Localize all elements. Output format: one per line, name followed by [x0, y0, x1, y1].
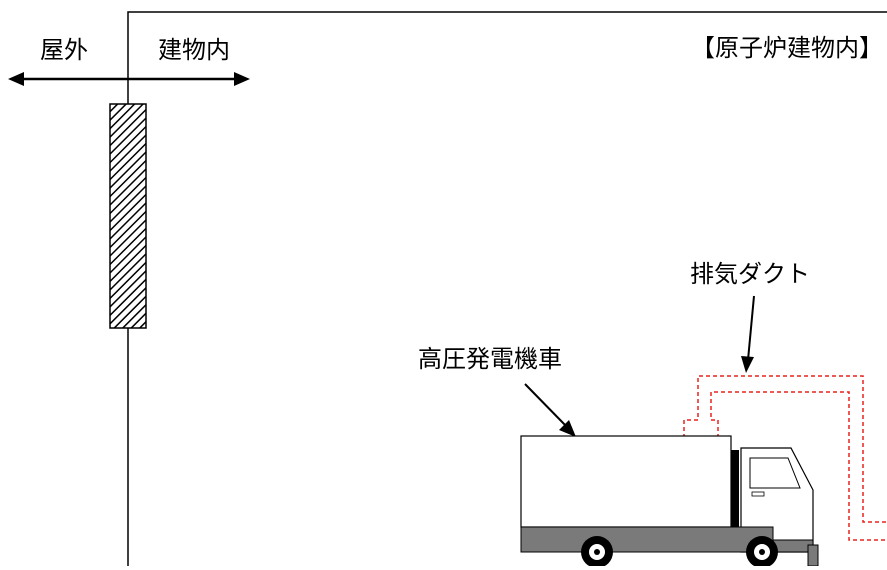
truck-rear-wheel — [581, 536, 613, 568]
duct-pointer-arrow — [741, 295, 755, 373]
building-boundary-line — [127, 11, 887, 566]
truck-pointer-arrow — [524, 383, 576, 437]
label-outside: 屋外 — [40, 36, 88, 64]
truck-window — [749, 457, 801, 489]
hatched-wall — [109, 103, 147, 329]
truck-cargo-box — [520, 435, 732, 528]
label-inside-building: 建物内 — [158, 36, 230, 64]
outside-inside-arrow — [8, 72, 250, 86]
truck-front-wheel — [746, 536, 778, 568]
truck-door-handle — [751, 491, 765, 497]
truck-chassis — [520, 526, 774, 553]
label-exhaust-duct: 排気ダクト — [690, 260, 810, 288]
label-reactor-building: 【原子炉建物内】 — [691, 34, 883, 62]
truck-divider — [731, 450, 739, 527]
truck-step — [807, 544, 819, 567]
label-high-voltage-generator-truck: 高圧発電機車 — [418, 345, 562, 373]
truck-icon — [520, 435, 819, 568]
truck-bumper — [772, 539, 814, 553]
